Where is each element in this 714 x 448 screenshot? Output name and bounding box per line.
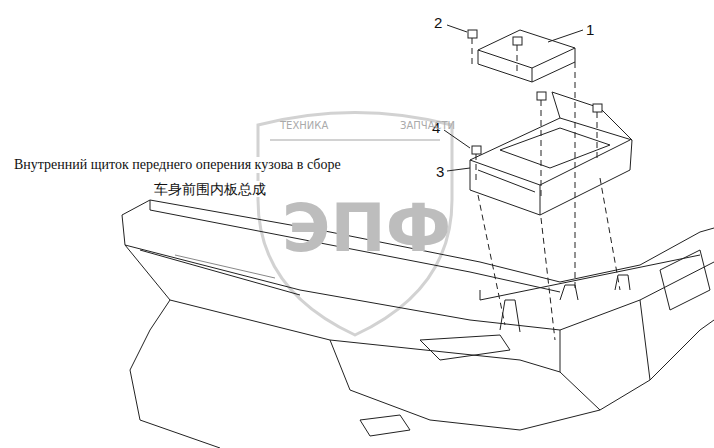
watermark-text: ЭПФ — [282, 196, 451, 262]
watermark-shield — [258, 113, 452, 336]
bolts — [468, 30, 602, 154]
callout-number: 2 — [434, 15, 442, 30]
assembly-lines — [472, 38, 620, 340]
callout-number: 1 — [586, 22, 594, 37]
callout-number: 3 — [436, 164, 444, 179]
assembly-name: 车身前围内板总成 — [152, 181, 268, 197]
watermark-text: ТЕХНИКА — [280, 121, 328, 131]
watermark-text: ЗАПЧАСТИ — [400, 121, 455, 131]
assembly-name: Внутренний щиток переднего оперения кузо… — [12, 157, 343, 173]
bracket — [470, 92, 632, 215]
leader-lines — [444, 25, 583, 171]
